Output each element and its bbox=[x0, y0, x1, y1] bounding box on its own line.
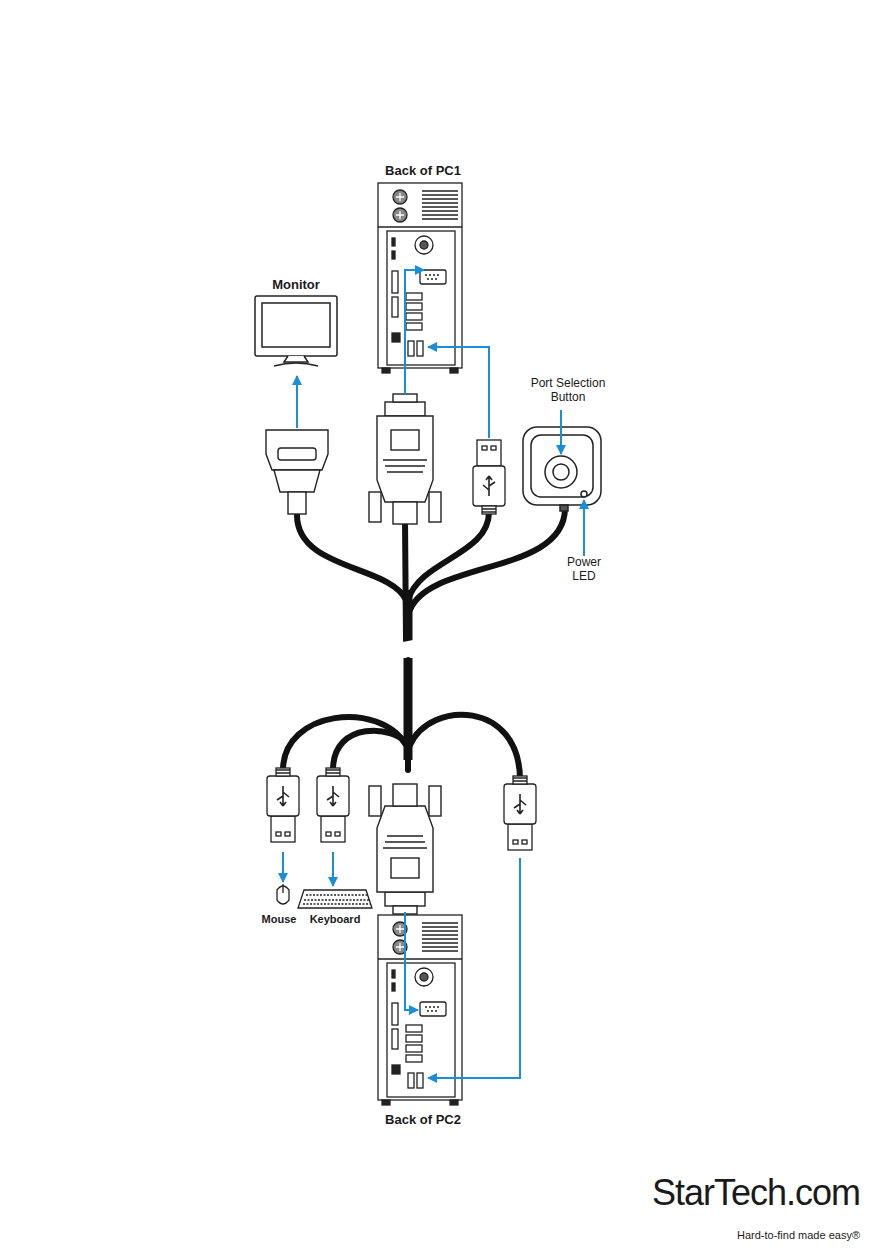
part-label: Port Selection Button bbox=[518, 377, 618, 405]
monitor-icon bbox=[255, 296, 337, 366]
vga-male-connector bbox=[369, 394, 441, 524]
brand-logo: StarTech.com bbox=[620, 1172, 860, 1213]
mouse-icon bbox=[277, 884, 289, 904]
pc-tower bbox=[378, 915, 462, 1105]
part-label: Monitor bbox=[251, 278, 341, 293]
part-label: Keyboard bbox=[300, 913, 370, 926]
connection-arrow bbox=[283, 270, 584, 1078]
brand-tagline: Hard-to-find made easy® bbox=[620, 1229, 860, 1242]
usb-plug bbox=[317, 768, 349, 842]
pc-tower bbox=[378, 183, 462, 373]
cable bbox=[283, 508, 565, 780]
part-label: Back of PC1 bbox=[368, 164, 478, 179]
cable-trunk bbox=[404, 590, 413, 760]
part-label: Power LED bbox=[559, 556, 609, 584]
vga-male-connector bbox=[369, 784, 441, 914]
usb-plug bbox=[504, 776, 536, 850]
usb-plug bbox=[267, 768, 299, 842]
keyboard-icon bbox=[298, 890, 372, 908]
vga-female-connector bbox=[266, 430, 328, 514]
part-label: Back of PC2 bbox=[368, 1113, 478, 1128]
usb-plug bbox=[473, 440, 505, 514]
part-label: Mouse bbox=[254, 913, 304, 926]
